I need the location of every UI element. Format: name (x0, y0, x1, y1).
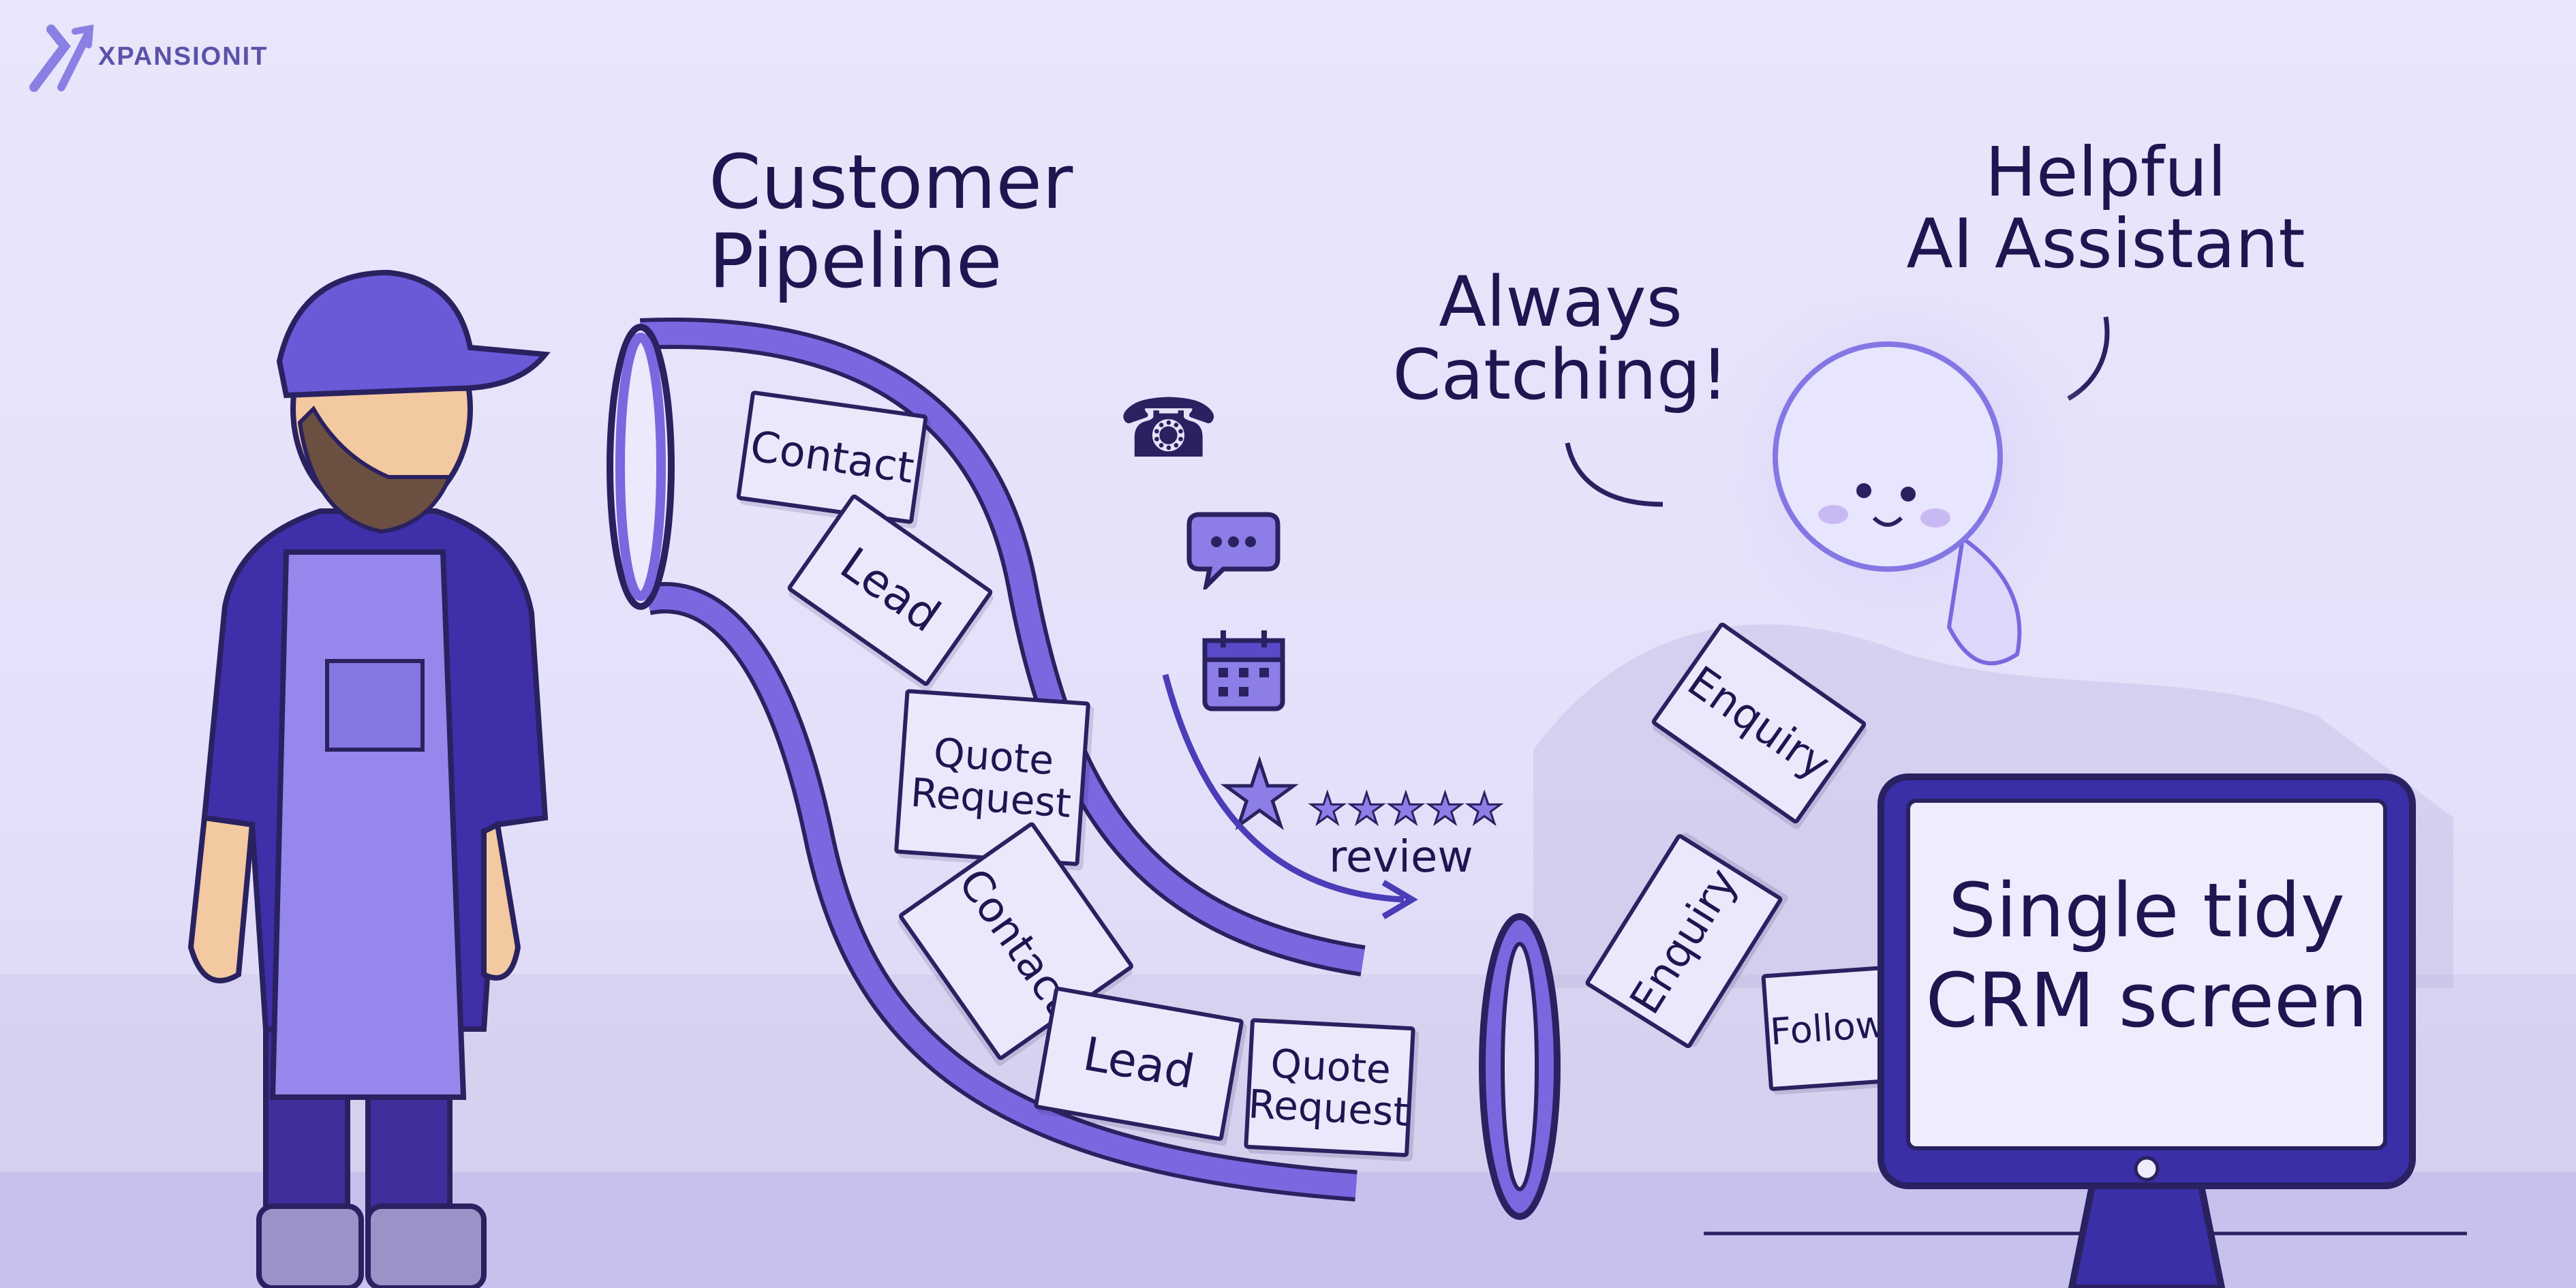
crm-screen-text: Single tidy CRM screen (1925, 867, 2368, 1044)
star-icon: ★ (1218, 741, 1302, 848)
review-arrow (1162, 673, 1418, 919)
crm-monitor (1877, 773, 2416, 1288)
pipeline-title: Customer Pipeline (709, 138, 1073, 305)
logo-text: XPANSIONIT (98, 42, 269, 71)
pipeline-tube (607, 317, 1366, 1201)
review-label: review (1329, 832, 1473, 883)
review-stars-rating: ★★★★★ (1308, 783, 1505, 835)
chat-icon (1186, 512, 1281, 589)
worker-figure (187, 269, 551, 1288)
calendar-icon (1202, 630, 1285, 711)
brand-logo: XPANSIONIT (27, 19, 268, 94)
logo-mark-icon (29, 24, 94, 92)
pipeline-card: Quote Request (893, 688, 1091, 867)
catch-ring (1479, 913, 1561, 1220)
pipeline-card: Quote Request (1244, 1017, 1415, 1158)
assistant-title: Helpful AI Assistant (1906, 132, 2305, 283)
phone-icon: ☎ (1118, 382, 1220, 476)
catching-pointer (1565, 442, 1663, 507)
ai-assistant-robot (1697, 300, 2106, 688)
catching-title: Always Catching! (1392, 262, 1729, 416)
